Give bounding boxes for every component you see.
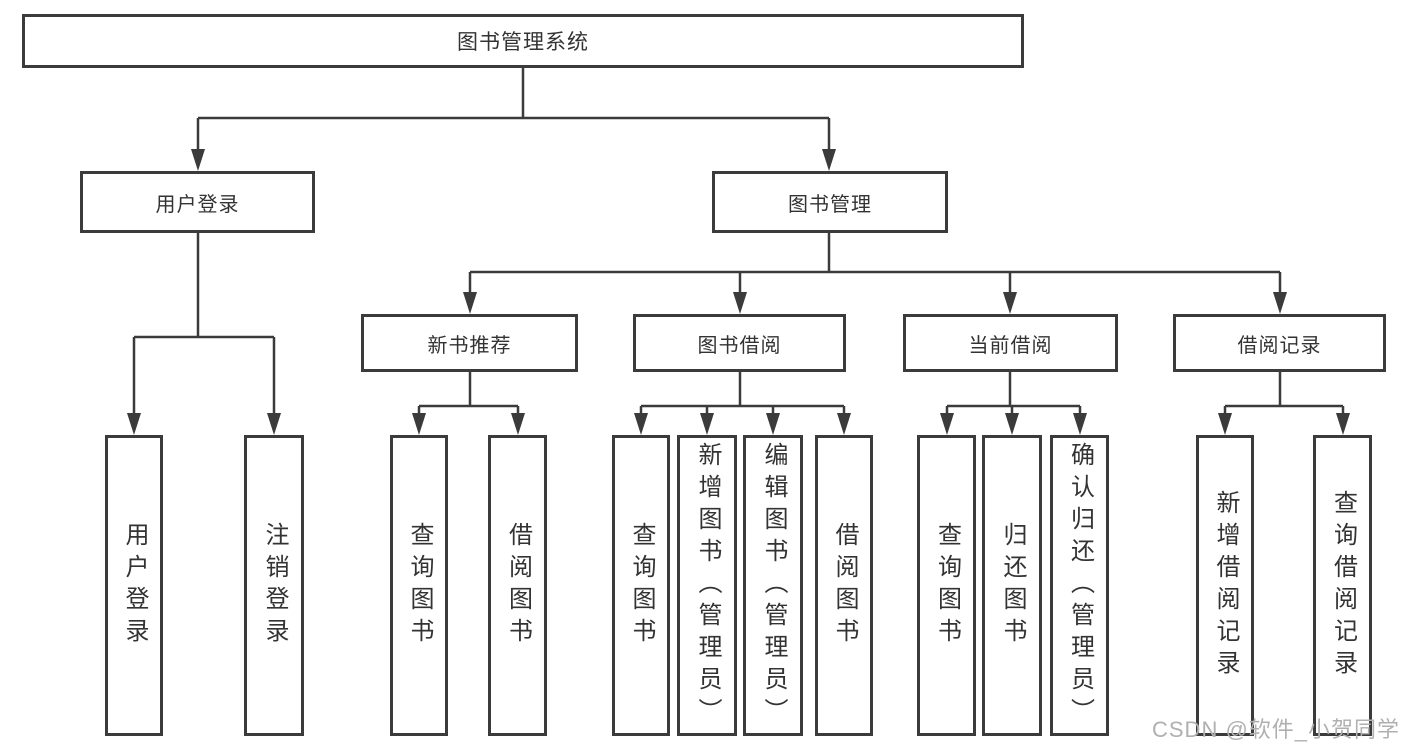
- leaf-user-login: 用户登录: [105, 435, 163, 736]
- leaf-add-borrow-record-label: 新增借阅记录: [1212, 489, 1239, 682]
- node-borrow-records-label: 借阅记录: [1237, 334, 1322, 357]
- leaf-query-books-3-label: 查询图书: [933, 521, 961, 650]
- leaf-return-book: 归还图书: [982, 435, 1042, 736]
- leaf-borrow-books-1: 借阅图书: [488, 435, 547, 736]
- node-new-book-recommend: 新书推荐: [361, 314, 578, 372]
- leaf-add-book-admin: 新增图书（管理员）: [677, 435, 737, 736]
- leaf-query-books-2-label: 查询图书: [628, 521, 655, 650]
- leaf-query-borrow-record: 查询借阅记录: [1313, 435, 1372, 736]
- node-book-borrow-label: 图书借阅: [697, 334, 782, 357]
- leaf-return-book-label: 归还图书: [999, 521, 1026, 650]
- watermark: CSDN @软件_小贺同学: [1152, 717, 1401, 742]
- leaf-logout: 注销登录: [244, 435, 304, 736]
- leaf-edit-book-admin-label: 编辑图书（管理员）: [760, 441, 787, 730]
- leaf-borrow-books-2: 借阅图书: [815, 435, 873, 736]
- leaf-edit-book-admin: 编辑图书（管理员）: [743, 435, 803, 736]
- node-user-login: 用户登录: [80, 171, 315, 233]
- leaf-query-books-1-label: 查询图书: [406, 521, 433, 650]
- leaf-confirm-return-admin: 确认归还（管理员）: [1050, 435, 1109, 736]
- leaf-borrow-books-1-label: 借阅图书: [504, 521, 532, 650]
- leaf-borrow-books-2-label: 借阅图书: [831, 521, 858, 650]
- node-current-borrow: 当前借阅: [903, 314, 1118, 372]
- node-book-management: 图书管理: [712, 171, 948, 233]
- node-user-login-label: 用户登录: [155, 193, 240, 216]
- leaf-logout-label: 注销登录: [261, 521, 288, 650]
- leaf-query-books-3: 查询图书: [917, 435, 976, 736]
- node-new-book-recommend-label: 新书推荐: [427, 334, 512, 357]
- leaf-query-borrow-record-label: 查询借阅记录: [1329, 489, 1357, 682]
- leaf-user-login-label: 用户登录: [121, 521, 148, 650]
- node-root: 图书管理系统: [22, 14, 1024, 68]
- node-book-management-label: 图书管理: [788, 193, 872, 216]
- leaf-add-borrow-record: 新增借阅记录: [1196, 435, 1254, 736]
- leaf-confirm-return-admin-label: 确认归还（管理员）: [1066, 441, 1094, 730]
- node-root-label: 图书管理系统: [457, 31, 589, 54]
- node-current-borrow-label: 当前借阅: [968, 334, 1053, 357]
- leaf-query-books-2: 查询图书: [612, 435, 670, 736]
- leaf-query-books-1: 查询图书: [390, 435, 448, 736]
- node-book-borrow: 图书借阅: [633, 314, 846, 372]
- node-borrow-records: 借阅记录: [1173, 314, 1386, 372]
- leaf-add-book-admin-label: 新增图书（管理员）: [694, 441, 721, 730]
